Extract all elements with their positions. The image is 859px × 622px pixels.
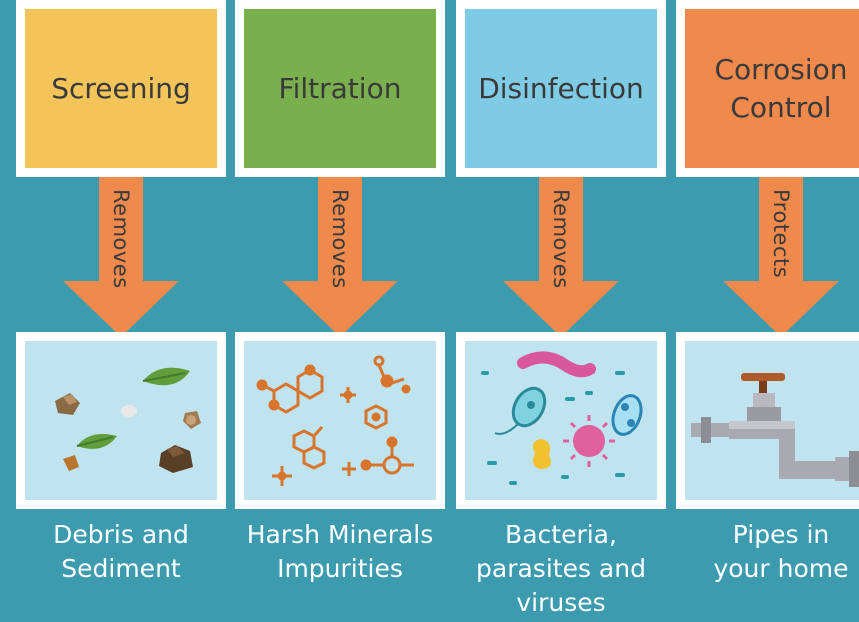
arrow-label: Removes: [99, 177, 143, 297]
molecules-icon: [256, 355, 414, 486]
step-label: Screening: [51, 71, 191, 105]
arrow-label: Removes: [539, 177, 583, 297]
microbes-icon: [481, 351, 643, 485]
arrow-verb: Removes: [109, 189, 133, 289]
arrow-verb: Removes: [549, 189, 573, 289]
step-box-corrosion-control: Corrosion Control: [676, 0, 859, 177]
debris-sediment-icon: [55, 367, 201, 473]
illustration-panel: [235, 332, 445, 509]
arrow-label: Removes: [318, 177, 362, 297]
illustration-panel: [16, 332, 226, 509]
process-column-disinfection: Disinfection Removes: [456, 0, 666, 622]
arrow-label: Protects: [759, 177, 803, 297]
faucet-pipe-icon: [691, 373, 859, 487]
result-caption: Harsh Minerals Impurities: [246, 520, 434, 583]
step-box-filtration: Filtration: [235, 0, 445, 177]
process-column-filtration: Filtration Removes: [235, 0, 445, 622]
arrow-verb: Removes: [328, 189, 352, 289]
step-box-disinfection: Disinfection: [456, 0, 666, 177]
step-label: Corrosion Control: [714, 52, 848, 124]
step-label: Disinfection: [478, 71, 644, 105]
result-caption: Debris and Sediment: [53, 520, 189, 583]
down-arrow-icon: [723, 177, 839, 337]
result-caption: Pipes in your home: [713, 520, 849, 583]
down-arrow-icon: [282, 177, 398, 337]
down-arrow-icon: [63, 177, 179, 337]
process-column-screening: Screening Removes Debris and Sediment: [16, 0, 226, 622]
process-column-corrosion-control: Corrosion Control Protects Pipes in your…: [676, 0, 859, 622]
illustration-panel: [456, 332, 666, 509]
result-caption: Bacteria, parasites and viruses: [476, 520, 646, 617]
step-label: Filtration: [278, 71, 402, 105]
down-arrow-icon: [503, 177, 619, 337]
arrow-verb: Protects: [769, 189, 793, 279]
illustration-panel: [676, 332, 859, 509]
step-box-screening: Screening: [16, 0, 226, 177]
